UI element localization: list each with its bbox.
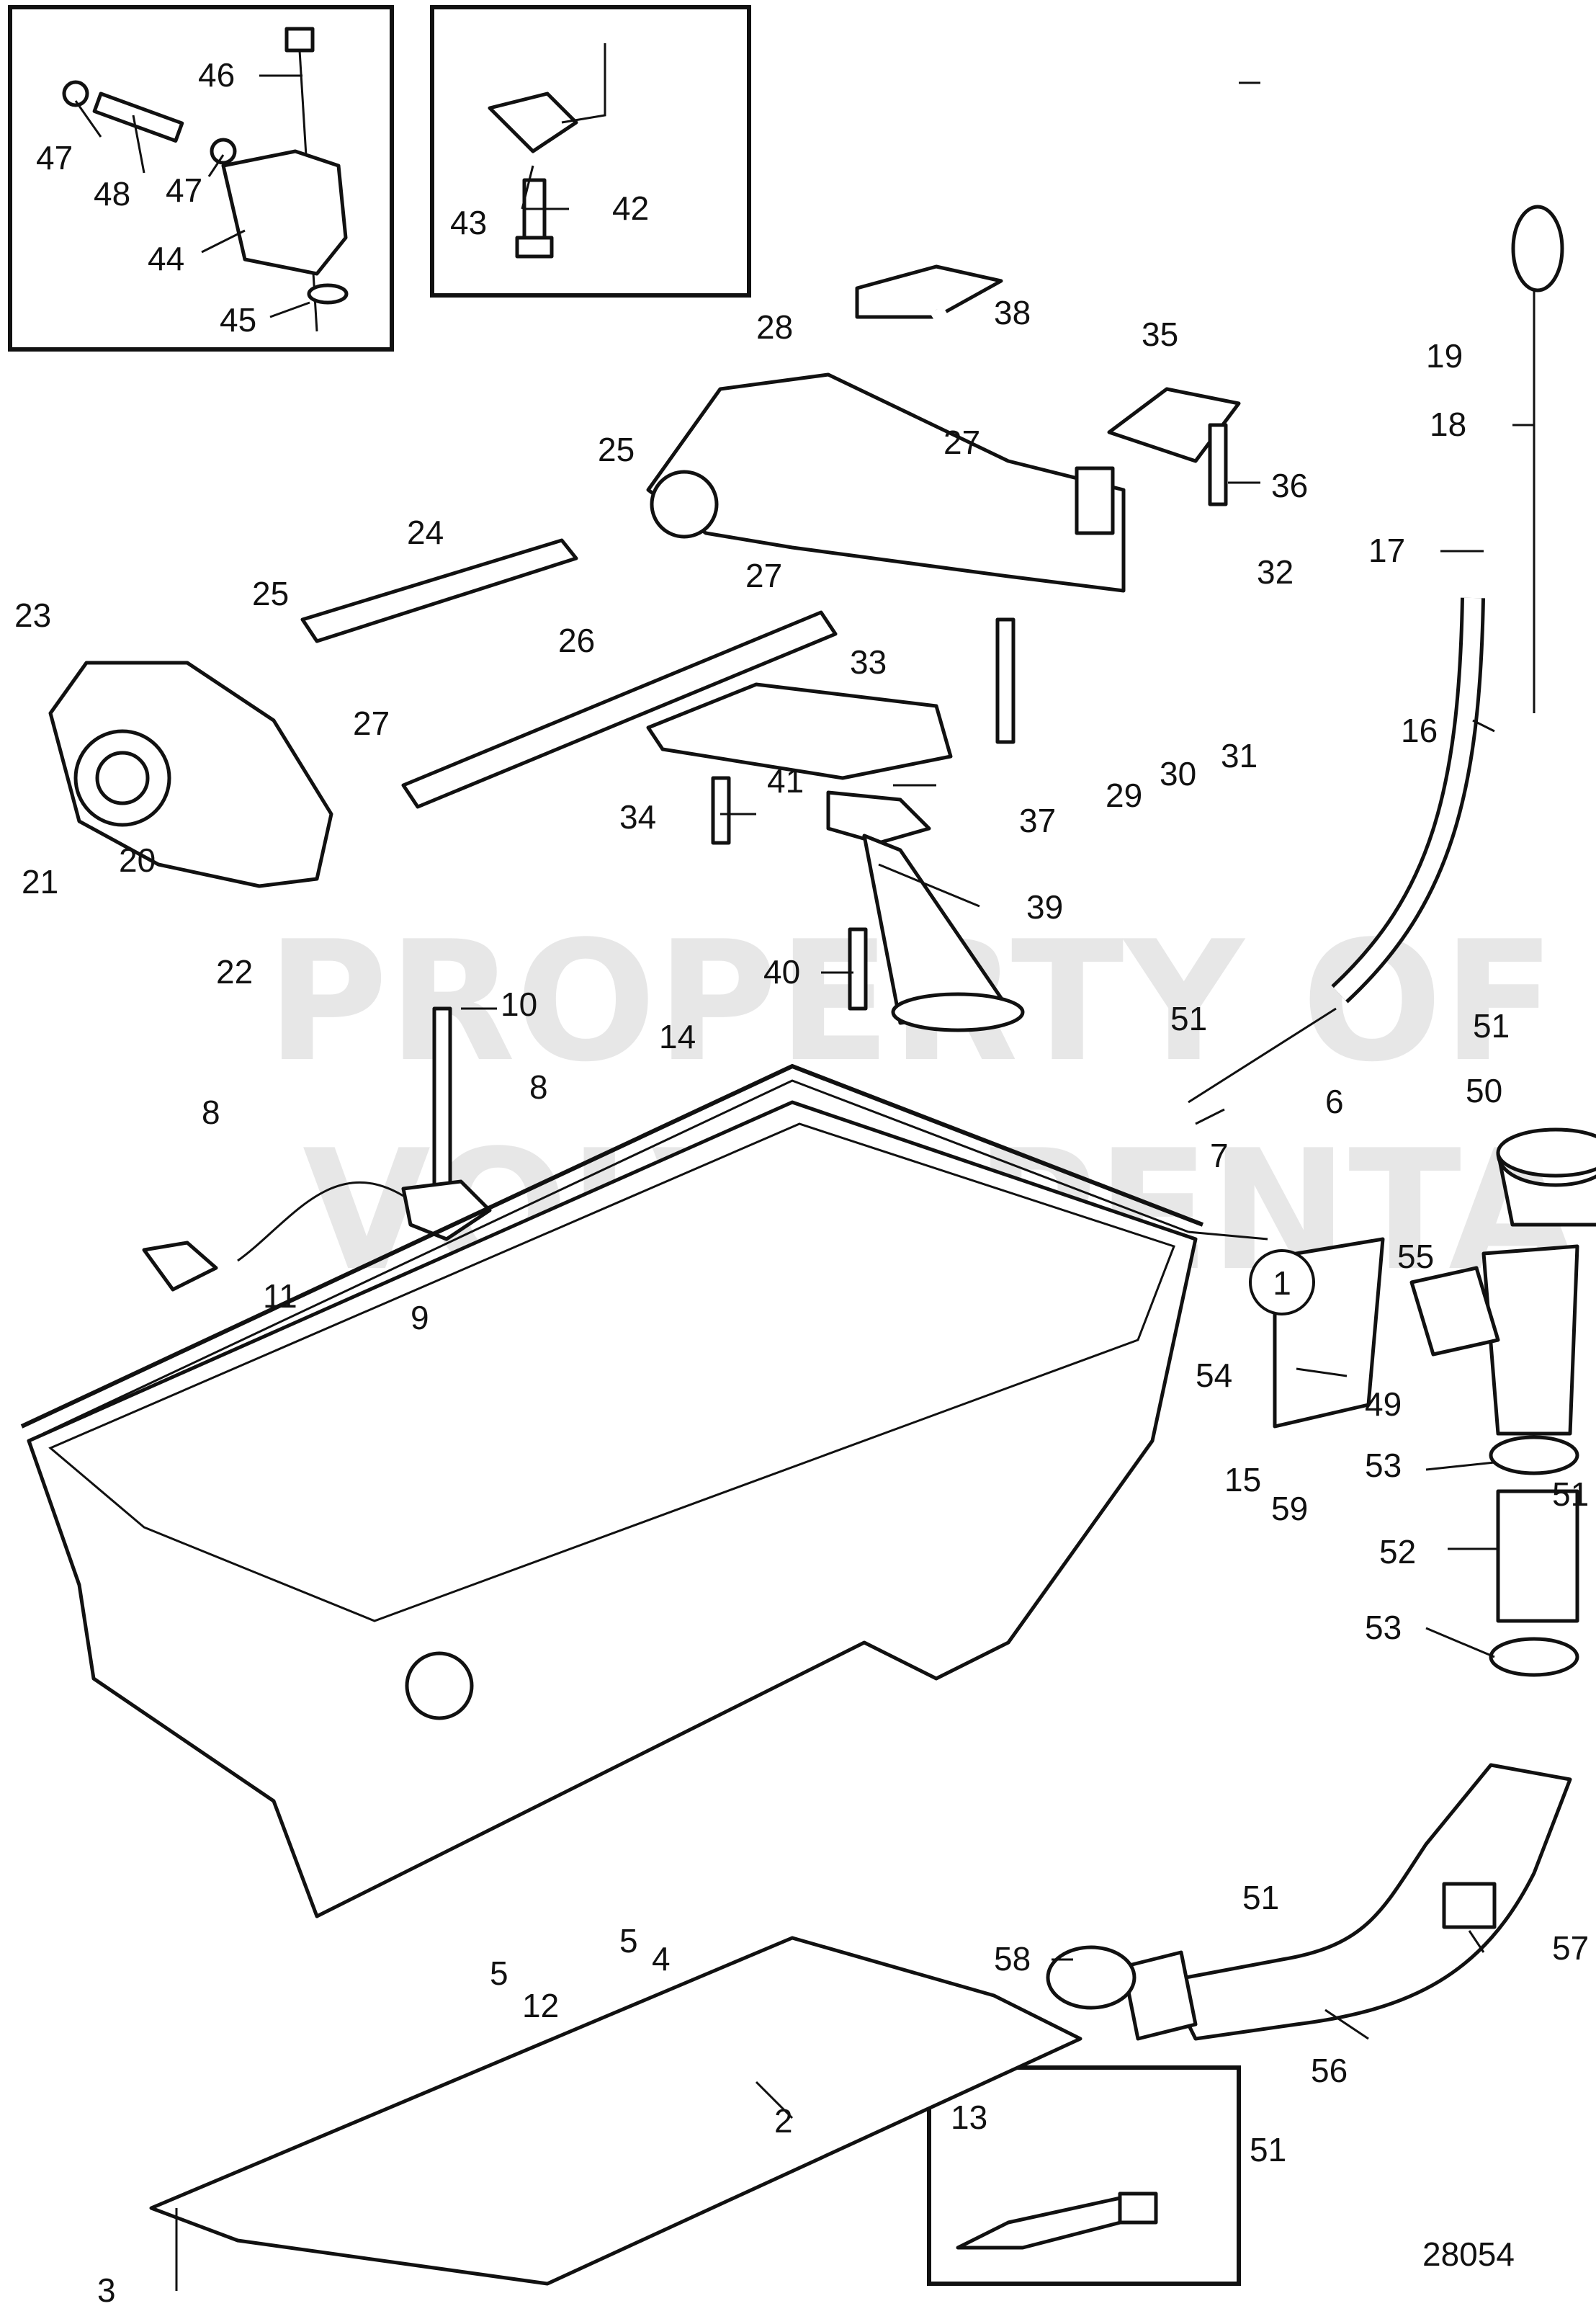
callout-8b[interactable]: 8	[529, 1068, 548, 1106]
callout-59[interactable]: 59	[1271, 1490, 1308, 1527]
callout-47b[interactable]: 47	[166, 171, 202, 209]
level-sensor-drawing	[142, 1006, 492, 1292]
callout-51c[interactable]: 51	[1242, 1879, 1279, 1916]
callout-19[interactable]: 19	[1426, 337, 1463, 375]
callout-36[interactable]: 36	[1271, 467, 1308, 504]
callout-15[interactable]: 15	[1224, 1461, 1261, 1498]
oil-pipes	[300, 538, 838, 809]
callout-27b[interactable]: 27	[745, 557, 782, 594]
callout-labels: 1 2 3 4 5 5 6 7 8 8 9 10 11 12 13 14 15 …	[14, 56, 1589, 2309]
callout-27c[interactable]: 27	[353, 705, 390, 742]
callout-56[interactable]: 56	[1311, 2052, 1348, 2089]
oil-pump-drawing	[48, 661, 333, 888]
callout-54[interactable]: 54	[1196, 1357, 1232, 1394]
inset-bracket-parts	[62, 27, 349, 332]
callout-30[interactable]: 30	[1160, 755, 1196, 792]
callout-46[interactable]: 46	[198, 56, 235, 94]
callout-34[interactable]: 34	[619, 798, 656, 836]
callout-53b[interactable]: 53	[1365, 1609, 1402, 1646]
callout-45[interactable]: 45	[220, 301, 256, 339]
callout-25b[interactable]: 25	[252, 575, 289, 612]
callout-48[interactable]: 48	[94, 175, 130, 213]
callout-44[interactable]: 44	[148, 240, 184, 277]
callout-38[interactable]: 38	[994, 294, 1031, 331]
callout-5b[interactable]: 5	[619, 1922, 638, 1960]
callout-51e: 51	[1170, 1000, 1207, 1037]
oil-filler-drawing	[1046, 1127, 1596, 2041]
callout-26[interactable]: 26	[558, 622, 595, 659]
leader-lines	[74, 74, 1534, 2291]
dipstick-drawing	[1188, 205, 1564, 1104]
inset-box-sealant	[927, 2065, 1241, 2286]
callout-14[interactable]: 14	[659, 1018, 696, 1055]
callout-57[interactable]: 57	[1552, 1929, 1589, 1967]
callout-50[interactable]: 50	[1466, 1072, 1502, 1109]
callout-33[interactable]: 33	[850, 643, 887, 681]
callout-16[interactable]: 16	[1401, 712, 1438, 749]
oil-strainer-drawing	[646, 682, 1025, 1032]
callout-39[interactable]: 39	[1026, 888, 1063, 926]
callout-23[interactable]: 23	[14, 596, 51, 634]
callout-51b[interactable]: 51	[1552, 1475, 1589, 1513]
callout-3[interactable]: 3	[97, 2271, 116, 2309]
inset-box-oil-pump-bracket	[8, 5, 394, 352]
callout-12[interactable]: 12	[522, 1987, 559, 2024]
callout-4[interactable]: 4	[652, 1940, 671, 1978]
callout-7[interactable]: 7	[1210, 1137, 1229, 1174]
diagram-number: 28054	[1422, 2235, 1515, 2273]
callout-9[interactable]: 9	[411, 1299, 429, 1336]
callout-35[interactable]: 35	[1142, 316, 1178, 353]
oil-pipe-38-drawing	[855, 264, 1241, 463]
cover-plate-drawing	[149, 1936, 1082, 2286]
callout-58[interactable]: 58	[994, 1940, 1031, 1978]
callout-37[interactable]: 37	[1019, 802, 1056, 839]
callout-28[interactable]: 28	[756, 308, 793, 346]
callout-31[interactable]: 31	[1221, 737, 1257, 774]
callout-22[interactable]: 22	[216, 953, 253, 991]
callout-13[interactable]: 13	[951, 2099, 987, 2136]
callout-51a[interactable]: 51	[1473, 1007, 1510, 1045]
callout-11[interactable]: 11	[263, 1277, 297, 1315]
callout-32[interactable]: 32	[1257, 553, 1294, 591]
callout-6[interactable]: 6	[1325, 1083, 1344, 1120]
sealant-tube-drawing	[956, 2191, 1158, 2250]
callout-49[interactable]: 49	[1365, 1385, 1402, 1423]
inset-pipe-bracket-parts	[488, 43, 606, 259]
inset-box-pipe-bracket	[430, 5, 751, 298]
callout-47a[interactable]: 47	[36, 139, 73, 177]
callout-42[interactable]: 42	[612, 189, 649, 227]
callout-53a[interactable]: 53	[1365, 1447, 1402, 1484]
callout-55[interactable]: 55	[1397, 1238, 1434, 1275]
callout-21[interactable]: 21	[22, 863, 58, 901]
callout-25a[interactable]: 25	[598, 431, 635, 468]
callout-43[interactable]: 43	[450, 204, 487, 241]
callout-17[interactable]: 17	[1368, 532, 1405, 569]
callout-27a[interactable]: 27	[943, 424, 980, 461]
bolts	[711, 423, 1228, 1011]
bearing-bracket-drawing	[646, 372, 1126, 593]
callout-2[interactable]: 2	[774, 2102, 793, 2140]
callout-24[interactable]: 24	[407, 514, 444, 551]
oil-pan-drawing	[20, 1063, 1204, 1918]
callout-52[interactable]: 52	[1379, 1533, 1416, 1570]
callout-18[interactable]: 18	[1430, 406, 1466, 443]
callout-41[interactable]: 41	[767, 762, 804, 800]
callout-29[interactable]: 29	[1106, 777, 1142, 814]
callout-40[interactable]: 40	[763, 953, 800, 991]
callout-1[interactable]: 1	[1249, 1249, 1315, 1315]
callout-8a[interactable]: 8	[202, 1094, 220, 1131]
callout-5a[interactable]: 5	[490, 1954, 508, 1992]
callout-10[interactable]: 10	[501, 986, 537, 1023]
callout-20[interactable]: 20	[119, 841, 156, 879]
svg-text:1: 1	[1273, 1264, 1291, 1302]
callout-51d[interactable]: 51	[1250, 2131, 1286, 2168]
